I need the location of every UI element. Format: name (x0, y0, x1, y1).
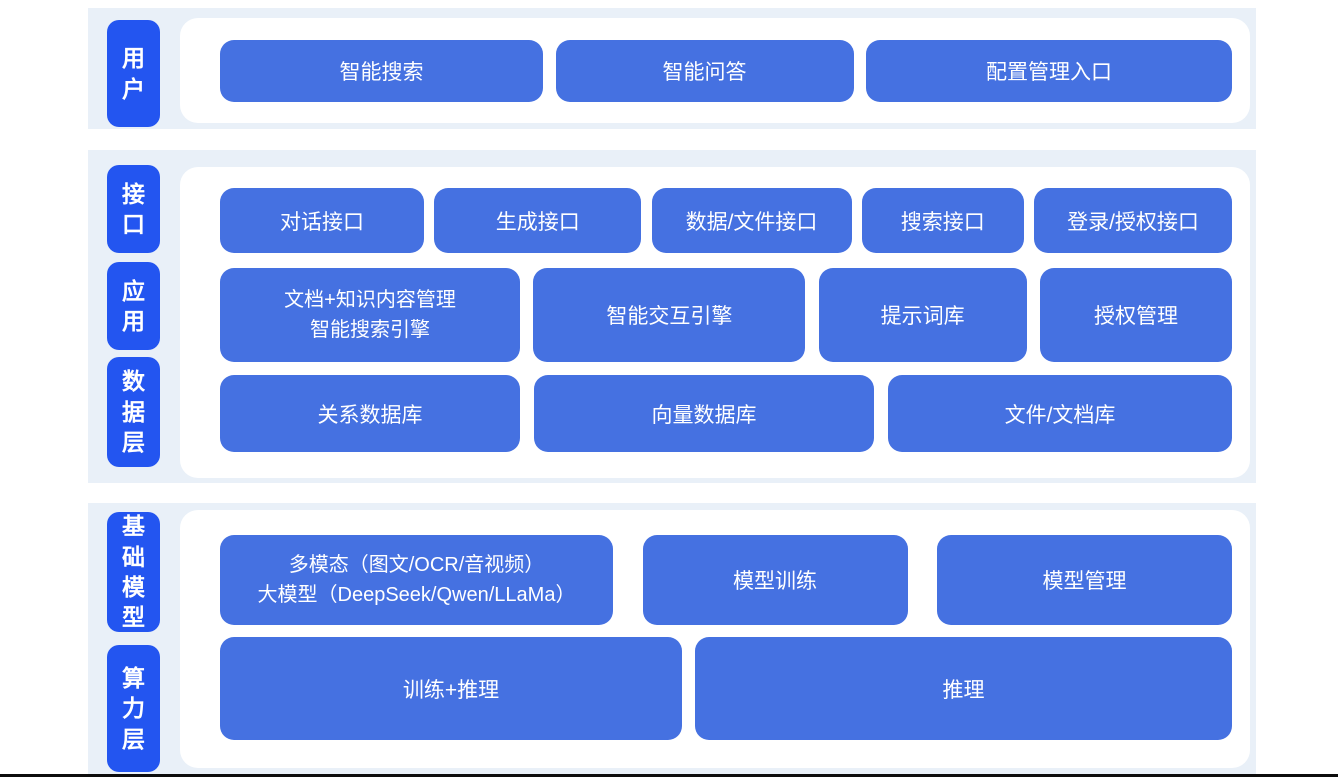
user-panel: 智能搜索 智能问答 配置管理入口 (180, 18, 1250, 123)
node-label: 关系数据库 (317, 403, 423, 427)
middle-panel: 对话接口 生成接口 数据/文件接口 搜索接口 登录/授权接口 文档+知识内容管理 (180, 167, 1250, 478)
node-config-management-entry: 配置管理入口 (866, 39, 1232, 102)
node-dialog-api: 对话接口 (220, 188, 424, 253)
node-label: 对话接口 (280, 210, 364, 234)
layer-label-data: 数据层 (107, 357, 160, 467)
node-label: 授权管理 (1093, 305, 1178, 328)
layer-label-application-text: 应用 (121, 277, 145, 334)
button-row: 关系数据库 向量数据库 文件/文档库 (220, 375, 1232, 452)
button-row: 训练+推理 推理 (220, 637, 1232, 740)
node-label: 搜索接口 (900, 210, 985, 234)
node-intelligent-qa: 智能问答 (555, 39, 854, 102)
node-inference: 推理 (695, 637, 1232, 740)
node-label-line2: 智能搜索引擎 (310, 319, 430, 341)
layer-label-foundation-model-text: 基础模型 (121, 513, 145, 631)
node-label: 数据/文件接口 (685, 210, 818, 234)
node-label: 训练+推理 (402, 678, 500, 702)
layer-label-foundation-model: 基础模型 (107, 512, 160, 632)
node-label: 配置管理入口 (986, 60, 1112, 84)
node-label-line1: 多模态（图文/OCR/音视频） (288, 554, 545, 576)
node-multimodal-llm: 多模态（图文/OCR/音视频） 大模型（DeepSeek/Qwen/LLaMa） (220, 535, 613, 625)
node-label: 生成接口 (495, 210, 580, 234)
node-label: 智能交互引擎 (606, 305, 733, 328)
node-login-auth-api: 登录/授权接口 (1034, 188, 1232, 253)
button-row: 对话接口 生成接口 数据/文件接口 搜索接口 登录/授权接口 (220, 188, 1232, 253)
node-file-doc-store: 文件/文档库 (888, 375, 1232, 452)
node-data-file-api: 数据/文件接口 (651, 188, 852, 253)
node-generation-api: 生成接口 (434, 188, 642, 253)
node-label: 模型训练 (733, 570, 817, 593)
node-label: 推理 (942, 678, 985, 702)
layer-label-application: 应用 (107, 262, 160, 350)
node-label: 提示词库 (880, 305, 965, 328)
bottom-panel: 多模态（图文/OCR/音视频） 大模型（DeepSeek/Qwen/LLaMa）… (180, 510, 1250, 768)
node-doc-knowledge-search-engine: 文档+知识内容管理 智能搜索引擎 (220, 268, 520, 362)
layer-label-user: 用户 (107, 20, 160, 127)
layer-label-interface-text: 接口 (121, 180, 145, 237)
layer-label-compute-text: 算力层 (121, 664, 145, 752)
node-vector-db: 向量数据库 (534, 375, 874, 452)
node-label: 文件/文档库 (1004, 403, 1116, 427)
node-auth-management: 授权管理 (1039, 268, 1232, 362)
node-search-api: 搜索接口 (861, 188, 1024, 253)
button-row: 智能搜索 智能问答 配置管理入口 (220, 39, 1232, 102)
node-model-training: 模型训练 (642, 535, 908, 625)
node-label-line1: 文档+知识内容管理 (284, 289, 456, 311)
node-label-line2: 大模型（DeepSeek/Qwen/LLaMa） (257, 584, 576, 606)
node-training-inference: 训练+推理 (220, 637, 682, 740)
layer-section-middle: 接口 应用 数据层 对话接口 生成接口 数据/文件接口 搜索接口 (88, 150, 1256, 483)
layer-label-compute: 算力层 (107, 645, 160, 772)
node-relational-db: 关系数据库 (220, 375, 520, 452)
layer-label-user-text: 用户 (121, 45, 145, 102)
layer-section-user: 用户 智能搜索 智能问答 配置管理入口 (88, 8, 1256, 129)
node-label: 智能问答 (662, 60, 747, 84)
bottom-divider (0, 774, 1338, 777)
node-label: 智能搜索 (339, 60, 424, 84)
layer-section-bottom: 基础模型 算力层 多模态（图文/OCR/音视频） 大模型（DeepSeek/Qw… (88, 503, 1256, 775)
layer-label-interface: 接口 (107, 165, 160, 253)
node-model-management: 模型管理 (937, 535, 1232, 625)
node-label: 登录/授权接口 (1067, 210, 1199, 234)
node-intelligent-search: 智能搜索 (220, 39, 543, 102)
button-row: 多模态（图文/OCR/音视频） 大模型（DeepSeek/Qwen/LLaMa）… (220, 535, 1232, 625)
node-label: 向量数据库 (651, 403, 757, 427)
node-label: 模型管理 (1042, 570, 1127, 593)
node-prompt-library: 提示词库 (818, 268, 1027, 362)
button-row: 文档+知识内容管理 智能搜索引擎 智能交互引擎 提示词库 授权管理 (220, 268, 1232, 362)
node-interaction-engine: 智能交互引擎 (533, 268, 806, 362)
layer-label-data-text: 数据层 (121, 368, 145, 456)
